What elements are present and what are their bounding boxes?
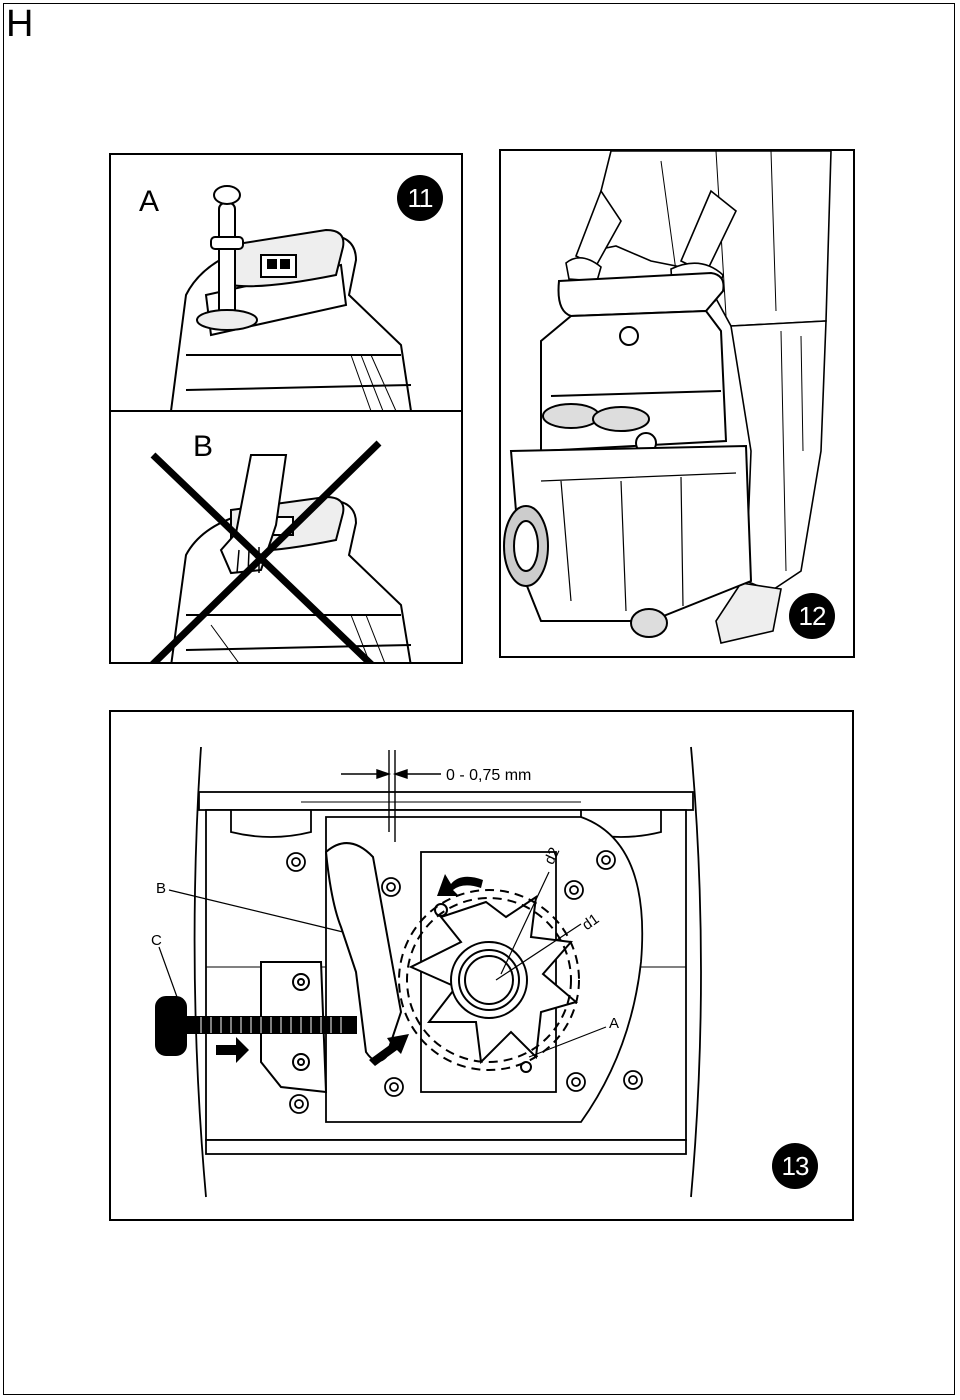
figure-12-illustration <box>503 151 832 644</box>
shredder-bottom-wrong <box>170 495 412 662</box>
gap-dimension-line <box>341 750 441 842</box>
figure-11-illustration <box>111 185 461 662</box>
figure-11-panel: A B 11 <box>109 153 463 664</box>
figure-13-illustration <box>155 746 702 1198</box>
figure-number-badge: 11 <box>397 175 443 221</box>
label-b-wrong: B <box>193 430 214 463</box>
adjuster-knob <box>155 996 357 1056</box>
callout-c-adjuster: C <box>151 932 162 949</box>
figure-13-panel: 0 - 0,75 mm B C d2 d1 A 13 <box>109 710 854 1221</box>
callout-b-counter-blade: B <box>156 880 167 897</box>
pusher-tool <box>196 185 258 331</box>
figure-12-panel: 12 <box>499 149 855 658</box>
person-sketch <box>565 151 832 644</box>
page-frame <box>3 3 955 1395</box>
figure-number-badge: 12 <box>789 593 835 639</box>
shredder-machine <box>503 271 753 638</box>
cutting-wheel <box>398 889 580 1073</box>
callout-a-cutting-wheel: A <box>609 1015 620 1032</box>
counter-blade <box>260 842 403 1094</box>
shredder-top-correct <box>169 228 413 412</box>
arrow-icon <box>216 874 483 1066</box>
gap-dimension-label: 0 - 0,75 mm <box>446 767 532 784</box>
figure-number-badge: 13 <box>772 1143 818 1189</box>
cross-icon <box>150 440 382 662</box>
page-section-letter: H <box>6 3 34 45</box>
label-a-correct: A <box>139 185 160 218</box>
